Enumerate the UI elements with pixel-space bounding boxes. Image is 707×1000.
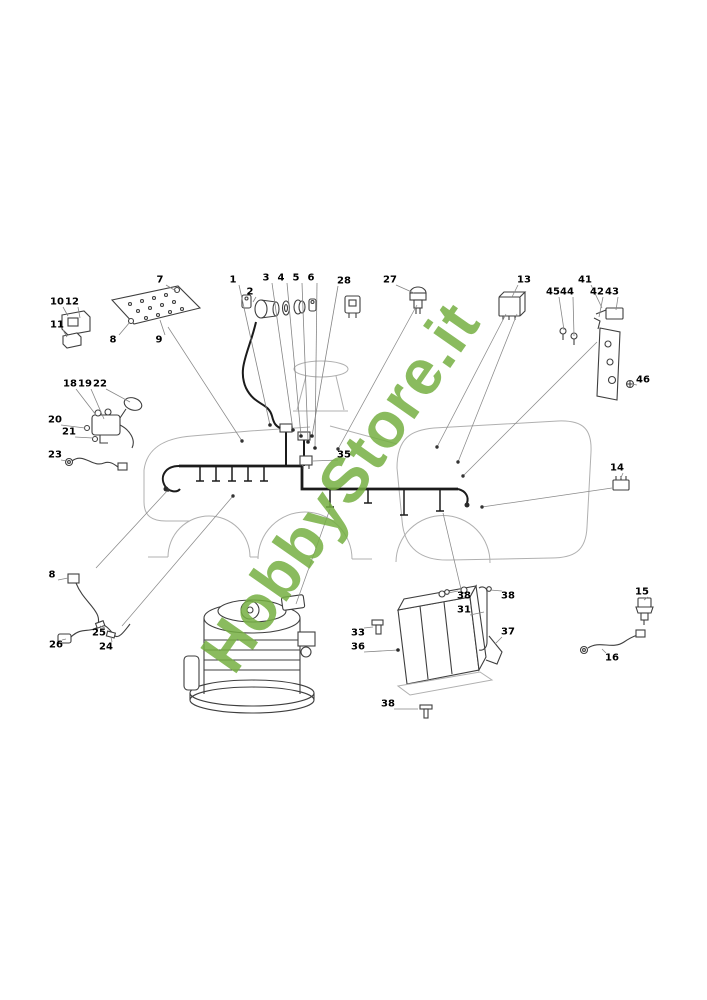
part-label-2: 2 <box>246 286 254 298</box>
part-label-37: 37 <box>501 626 515 638</box>
part-label-3: 3 <box>262 272 270 284</box>
cable-23 <box>64 457 128 471</box>
toggle-switch-10-12 <box>61 310 91 349</box>
key-switch-assembly <box>241 294 317 319</box>
part-label-43: 43 <box>605 286 619 298</box>
part-label-20: 20 <box>48 414 62 426</box>
part-label-23: 23 <box>48 449 62 461</box>
part-label-24: 24 <box>99 641 113 653</box>
battery-assembly <box>396 584 503 719</box>
part-label-46: 46 <box>636 374 650 386</box>
part-label-28: 28 <box>337 275 351 287</box>
part-label-8: 8 <box>109 334 117 346</box>
part-label-9: 9 <box>155 334 163 346</box>
part-label-4: 4 <box>277 272 285 284</box>
part-label-22: 22 <box>93 378 107 390</box>
sensor-15 <box>635 597 654 625</box>
bracket-assembly-41-46 <box>559 307 635 401</box>
cable-24-25-26 <box>57 620 131 644</box>
part-label-42: 42 <box>590 286 604 298</box>
part-label-38: 38 <box>501 590 515 602</box>
aux-leader-lines <box>95 304 613 627</box>
part-label-27: 27 <box>383 274 397 286</box>
part-label-18: 18 <box>63 378 77 390</box>
part-label-8: 8 <box>48 569 56 581</box>
plunger-switch-27 <box>409 286 427 314</box>
part-label-5: 5 <box>292 272 300 284</box>
part-label-45: 45 <box>546 286 560 298</box>
part-label-38: 38 <box>381 698 395 710</box>
part-label-31: 31 <box>457 604 471 616</box>
leader-lines-layer <box>57 282 649 710</box>
part-label-38: 38 <box>457 590 471 602</box>
part-label-36: 36 <box>351 641 365 653</box>
cable-16 <box>579 629 646 655</box>
part-label-14: 14 <box>610 462 624 474</box>
part-label-7: 7 <box>156 274 164 286</box>
part-label-41: 41 <box>578 274 592 286</box>
switch-28 <box>344 295 361 318</box>
part-label-6: 6 <box>307 272 315 284</box>
part-label-26: 26 <box>49 639 63 651</box>
part-label-16: 16 <box>605 652 619 664</box>
wiring-harness <box>161 321 470 516</box>
part-label-44: 44 <box>560 286 574 298</box>
connector-35 <box>299 455 313 469</box>
part-label-25: 25 <box>92 627 106 639</box>
part-label-12: 12 <box>65 296 79 308</box>
part-label-21: 21 <box>62 426 76 438</box>
part-label-33: 33 <box>351 627 365 639</box>
part-label-1: 1 <box>229 274 237 286</box>
part-label-11: 11 <box>50 319 64 331</box>
connector-14 <box>612 476 630 491</box>
part-label-13: 13 <box>517 274 531 286</box>
part-label-35: 35 <box>337 449 351 461</box>
elbow-33 <box>371 619 384 635</box>
part-label-19: 19 <box>78 378 92 390</box>
part-label-15: 15 <box>635 586 649 598</box>
part-label-10: 10 <box>50 296 64 308</box>
engine <box>183 594 316 714</box>
